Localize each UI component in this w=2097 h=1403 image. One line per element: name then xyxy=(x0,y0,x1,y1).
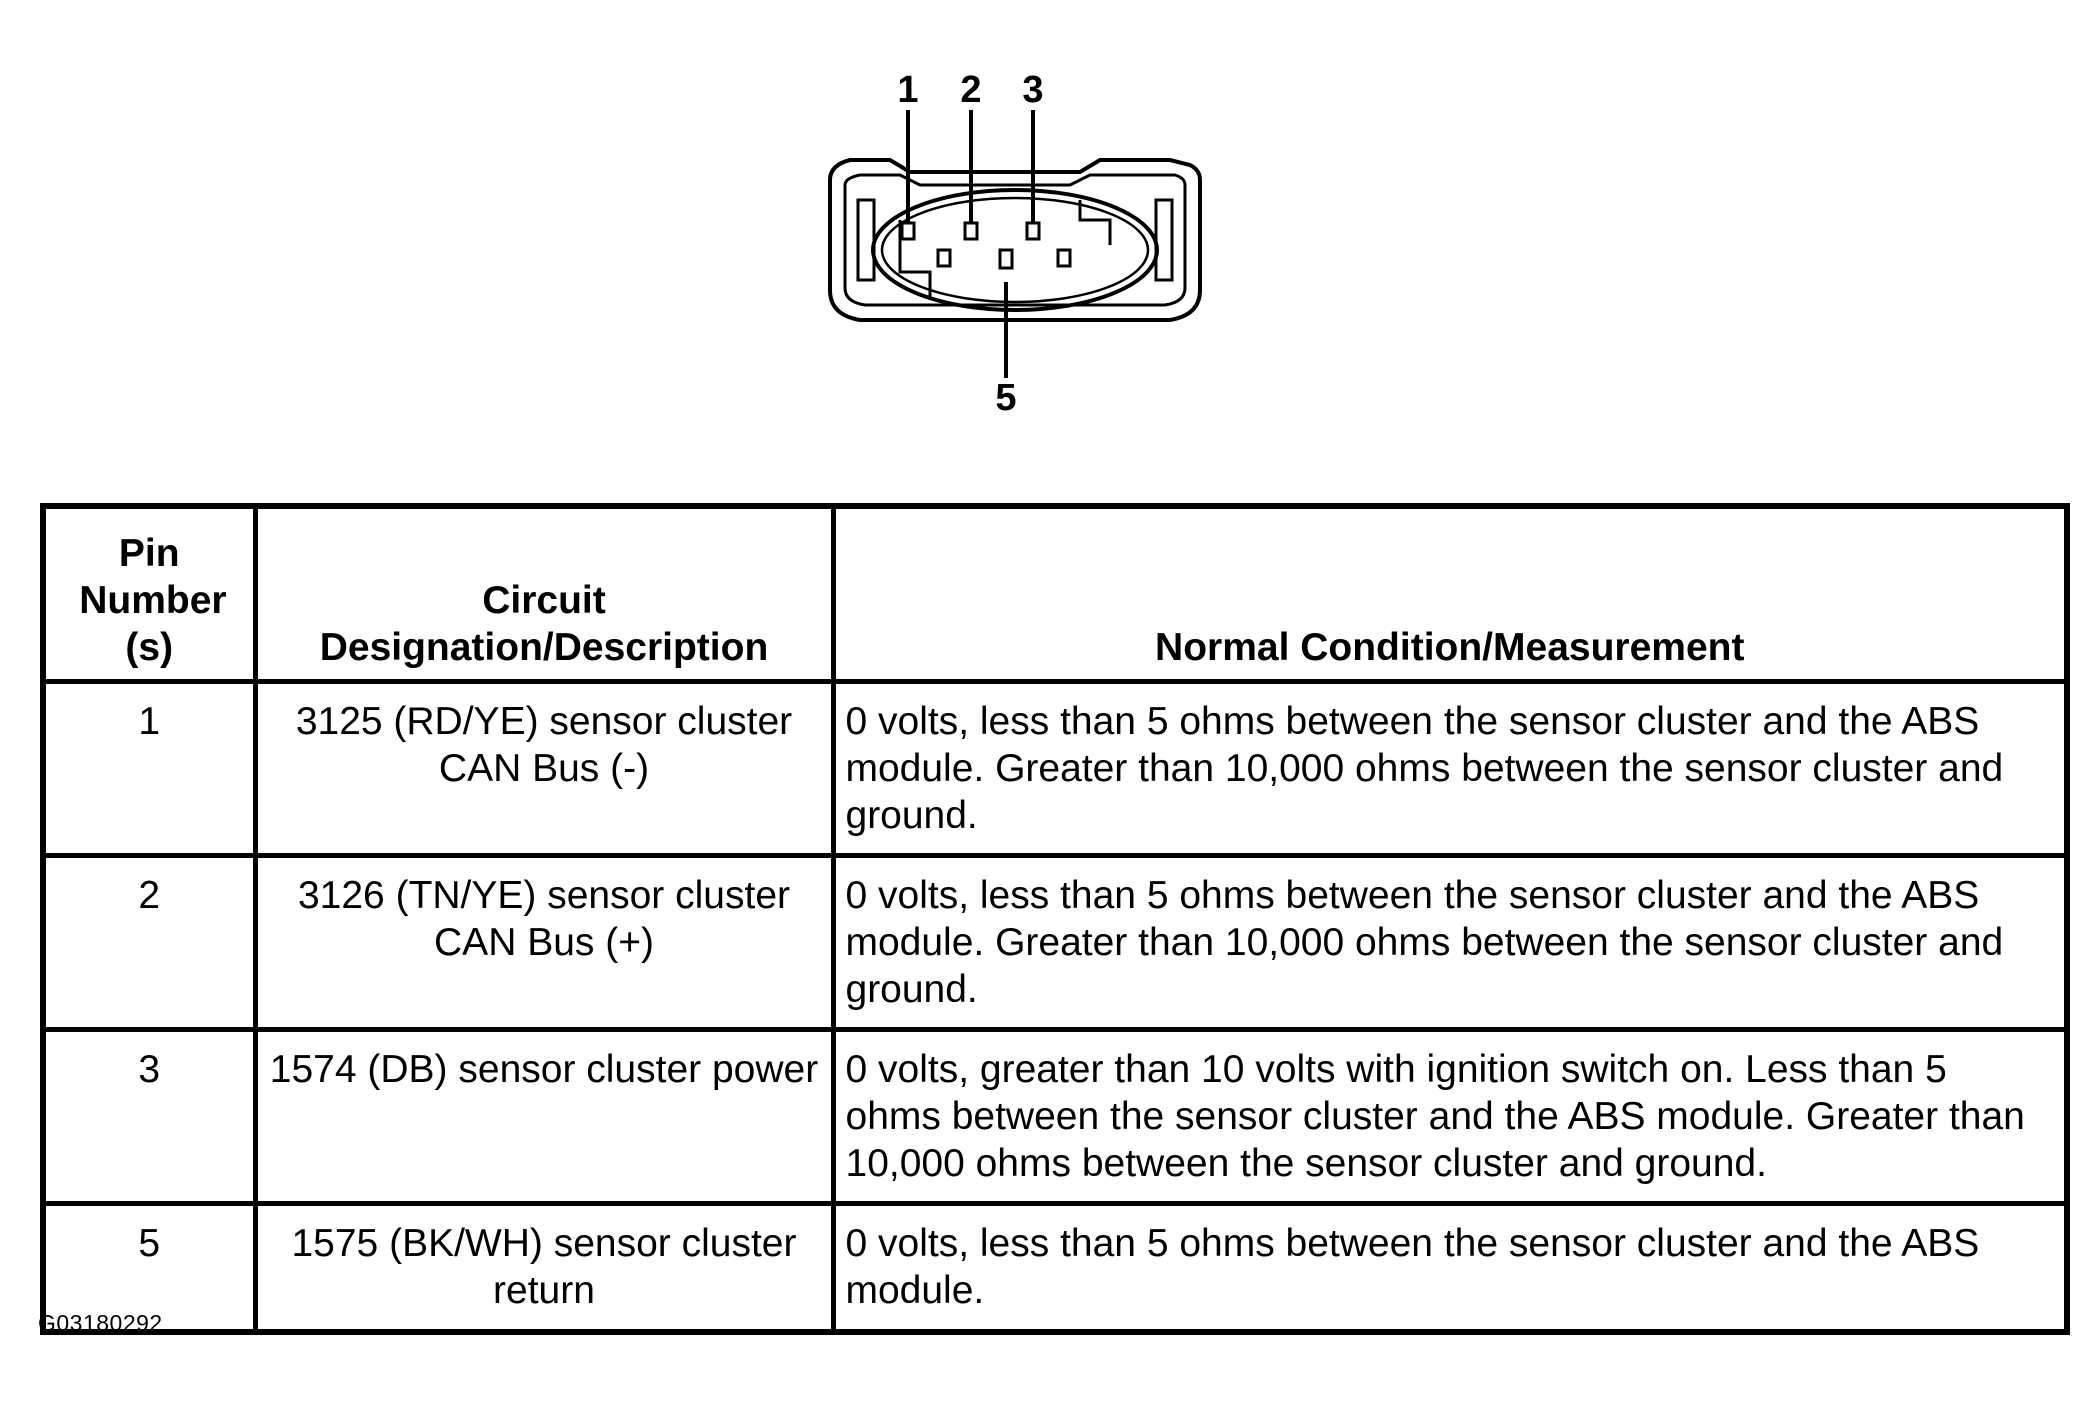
condition-cell: 0 volts, less than 5 ohms between the se… xyxy=(830,853,2070,1032)
pinout-table: Pin Number (s) Circuit Designation/Descr… xyxy=(40,503,2070,1335)
circuit-cell: 1574 (DB) sensor cluster power xyxy=(252,1027,836,1206)
circuit-cell: 3125 (RD/YE) sensor cluster CAN Bus (-) xyxy=(252,679,836,858)
terminal-6 xyxy=(1056,248,1072,268)
pin-cell: 3 xyxy=(40,1027,258,1206)
circuit-cell: 3126 (TN/YE) sensor cluster CAN Bus (+) xyxy=(252,853,836,1032)
header-pin-number-label: Pin Number (s) xyxy=(79,532,227,669)
header-condition: Normal Condition/Measurement xyxy=(830,503,2070,684)
pin-leader-lines xyxy=(906,110,1035,378)
table-row: 1 3125 (RD/YE) sensor cluster CAN Bus (-… xyxy=(40,679,2070,858)
connector-diagram: 1 2 3 5 xyxy=(828,69,1202,419)
terminal-2 xyxy=(963,221,979,241)
pin-cell: 2 xyxy=(40,853,258,1032)
pin-cell: 1 xyxy=(40,679,258,858)
pin-label-3: 3 xyxy=(1022,69,1043,111)
header-circuit: Circuit Designation/Description xyxy=(252,503,836,684)
connector-housing xyxy=(828,158,1202,322)
circuit-cell: 1575 (BK/WH) sensor cluster return xyxy=(252,1201,836,1335)
table-header-row: Pin Number (s) Circuit Designation/Descr… xyxy=(40,503,2070,684)
pin-terminals xyxy=(900,221,1072,270)
pin-label-1: 1 xyxy=(897,69,918,111)
terminal-4 xyxy=(936,248,952,268)
terminal-3 xyxy=(1025,221,1041,241)
pin-label-5: 5 xyxy=(995,377,1016,419)
condition-cell: 0 volts, greater than 10 volts with igni… xyxy=(830,1027,2070,1206)
condition-cell: 0 volts, less than 5 ohms between the se… xyxy=(830,679,2070,858)
terminal-1 xyxy=(900,221,916,241)
terminal-5 xyxy=(998,248,1014,270)
table-row: 2 3126 (TN/YE) sensor cluster CAN Bus (+… xyxy=(40,853,2070,1032)
condition-cell: 0 volts, less than 5 ohms between the se… xyxy=(830,1201,2070,1335)
header-pin-number: Pin Number (s) xyxy=(40,503,258,684)
header-circuit-label: Circuit Designation/Description xyxy=(319,579,769,669)
figure-id: G03180292 xyxy=(38,1310,163,1336)
table-row: 3 1574 (DB) sensor cluster power 0 volts… xyxy=(40,1027,2070,1206)
table-row: 5 1575 (BK/WH) sensor cluster return 0 v… xyxy=(40,1201,2070,1335)
pin-label-2: 2 xyxy=(960,69,981,111)
header-condition-label: Normal Condition/Measurement xyxy=(1155,626,1745,669)
pin-cell: 5 xyxy=(40,1201,258,1335)
